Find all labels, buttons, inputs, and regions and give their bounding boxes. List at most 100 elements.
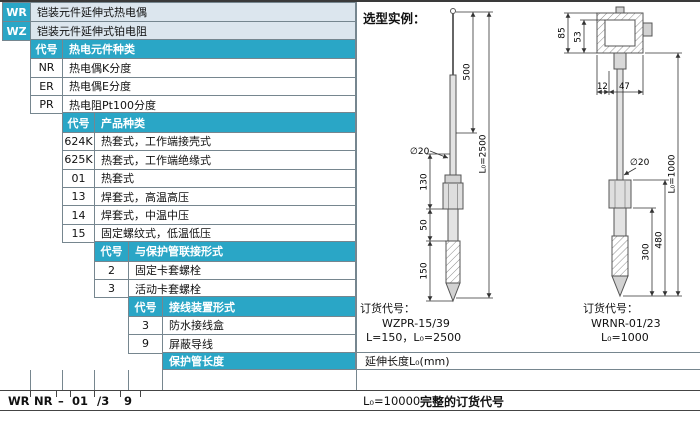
order-example-right: 订货代号： WRNR-01/23 L₀=1000 xyxy=(583,302,661,346)
head-cavity xyxy=(604,19,636,47)
threaded-section xyxy=(445,240,461,284)
row-code: 3 xyxy=(95,279,129,298)
table-row: 01 热套式 xyxy=(63,168,355,187)
column-connector xyxy=(30,370,31,390)
row-code: 14 xyxy=(63,206,95,224)
code-tick xyxy=(70,390,71,397)
panel-divider xyxy=(356,2,357,370)
row-label: 热电偶E分度 xyxy=(63,77,355,95)
order-label: 订货代号： xyxy=(360,302,415,315)
row-label: 热套式 xyxy=(95,169,355,187)
tube-length-header: 保护管长度 xyxy=(162,351,356,370)
row-label: 焊套式，高温高压 xyxy=(95,187,355,206)
complete-code-label: 完整的订货代号 xyxy=(420,394,505,409)
order-code: WZPR-15/39 xyxy=(382,316,450,330)
table-row: 625K 热套式，工作端绝缘式 xyxy=(63,150,355,169)
row-code: 3 xyxy=(129,316,163,335)
code-header: 代号 xyxy=(63,113,95,132)
row-label: 固定卡套螺栓 xyxy=(129,261,355,279)
code-tick xyxy=(140,390,141,397)
row-code: 15 xyxy=(63,224,95,243)
order-detail: L₀=1000 xyxy=(601,331,649,344)
row-label: 热电偶K分度 xyxy=(63,59,355,77)
dim-label: ∅20 xyxy=(630,158,650,168)
row-code: NR xyxy=(31,59,63,77)
dim-label: ∅20 xyxy=(410,147,430,157)
row-code: 01 xyxy=(63,169,95,187)
row-code: ER xyxy=(31,77,63,95)
row-label: 屏蔽导线 xyxy=(163,335,355,353)
lower-tube xyxy=(447,208,459,242)
hex-nut xyxy=(442,182,464,210)
series-label: 铠装元件延伸式铂电阻 xyxy=(31,22,355,40)
series-table: WR 铠装元件延伸式热电偶 WZ 铠装元件延伸式铂电阻 xyxy=(2,2,356,41)
dim-300: 300 xyxy=(633,207,656,296)
head-neck xyxy=(613,52,627,70)
lead-ring xyxy=(450,8,456,14)
table-row: 3 防水接线盒 xyxy=(129,315,355,335)
column-connector xyxy=(162,370,163,390)
page-top-border xyxy=(0,0,700,2)
category-header: 与保护管联接形式 xyxy=(129,242,355,261)
code-header: 代号 xyxy=(95,242,129,261)
column-connector xyxy=(94,370,95,390)
dim-label: 47 xyxy=(619,82,630,92)
dim-label: L₀=2500 xyxy=(479,134,489,173)
collar xyxy=(444,174,462,184)
column-connector xyxy=(62,370,63,390)
row-label: 固定螺纹式，低温低压 xyxy=(95,224,355,243)
category-header: 热电元件种类 xyxy=(63,39,355,59)
row-code: PR xyxy=(31,95,63,114)
dim-label: 300 xyxy=(642,243,652,260)
category-header: 产品种类 xyxy=(95,113,355,132)
table-row: 3 活动卡套螺栓 xyxy=(95,278,355,298)
table-row: 9 屏蔽导线 xyxy=(129,334,355,353)
order-code-part: /3 xyxy=(97,393,110,408)
dim-diameter-left: ∅20 xyxy=(410,147,449,159)
element-type-table: 代号 热电元件种类 NR 热电偶K分度 ER 热电偶E分度 PR 热电阻Pt10… xyxy=(30,38,356,115)
order-code: WRNR-01/23 xyxy=(591,316,661,330)
order-code-part: – xyxy=(58,393,64,408)
category-header: 接线装置形式 xyxy=(163,297,355,316)
probe-tip xyxy=(611,275,629,298)
ordering-code-bar: WR NR – 01 /3 9 L₀=10000 完整的订货代号 xyxy=(0,389,700,411)
row-label: 焊套式，中温中压 xyxy=(95,206,355,224)
order-code-part: WR xyxy=(8,393,30,408)
table-header-row: 代号 产品种类 xyxy=(63,113,355,132)
row-code: 2 xyxy=(95,261,129,279)
table-header-row: 代号 热电元件种类 xyxy=(31,39,355,59)
dim-label: 53 xyxy=(574,31,584,42)
table-row: 14 焊套式，中温中压 xyxy=(63,205,355,224)
head-cap-screw xyxy=(615,6,625,14)
dim-l0-1000: L₀=1000 xyxy=(623,52,682,297)
dim-diameter-right: ∅20 xyxy=(623,158,650,176)
example-drawings: 500 L₀=2500 ∅20 130 50 xyxy=(410,6,682,303)
code-tick xyxy=(120,390,121,397)
row-code: 624K xyxy=(63,132,95,151)
dim-500: 500 xyxy=(456,11,493,134)
dim-480: 480 xyxy=(633,179,669,296)
row-label: 热电阻Pt100分度 xyxy=(63,95,355,114)
dim-label: 12 xyxy=(597,82,608,92)
dim-50: 50 xyxy=(420,209,446,242)
sheath-tube xyxy=(449,74,457,176)
row-label: 防水接线盒 xyxy=(163,316,355,335)
code-tick xyxy=(56,390,57,397)
hex-nut xyxy=(608,179,632,209)
row-code: 625K xyxy=(63,151,95,169)
cable-gland xyxy=(642,22,653,37)
dim-label: L₀=1000 xyxy=(668,154,678,193)
order-example-left: 订货代号： WZPR-15/39 L=150，L₀=2500 xyxy=(360,302,461,346)
series-row-wz: WZ 铠装元件延伸式铂电阻 xyxy=(3,21,355,40)
terminal-type-table: 代号 接线装置形式 3 防水接线盒 9 屏蔽导线 xyxy=(128,296,356,354)
table-row: PR 热电阻Pt100分度 xyxy=(31,94,355,114)
code-tick xyxy=(30,390,31,397)
dim-label: 480 xyxy=(655,231,665,248)
probe-left: 500 L₀=2500 ∅20 130 50 xyxy=(410,8,493,303)
table-row: 2 固定卡套螺栓 xyxy=(95,260,355,279)
series-row-wr: WR 铠装元件延伸式热电偶 xyxy=(3,3,355,22)
order-length-value: L₀=10000 xyxy=(363,393,421,408)
row-label: 活动卡套螺栓 xyxy=(129,279,355,298)
series-label: 铠装元件延伸式热电偶 xyxy=(31,3,355,22)
